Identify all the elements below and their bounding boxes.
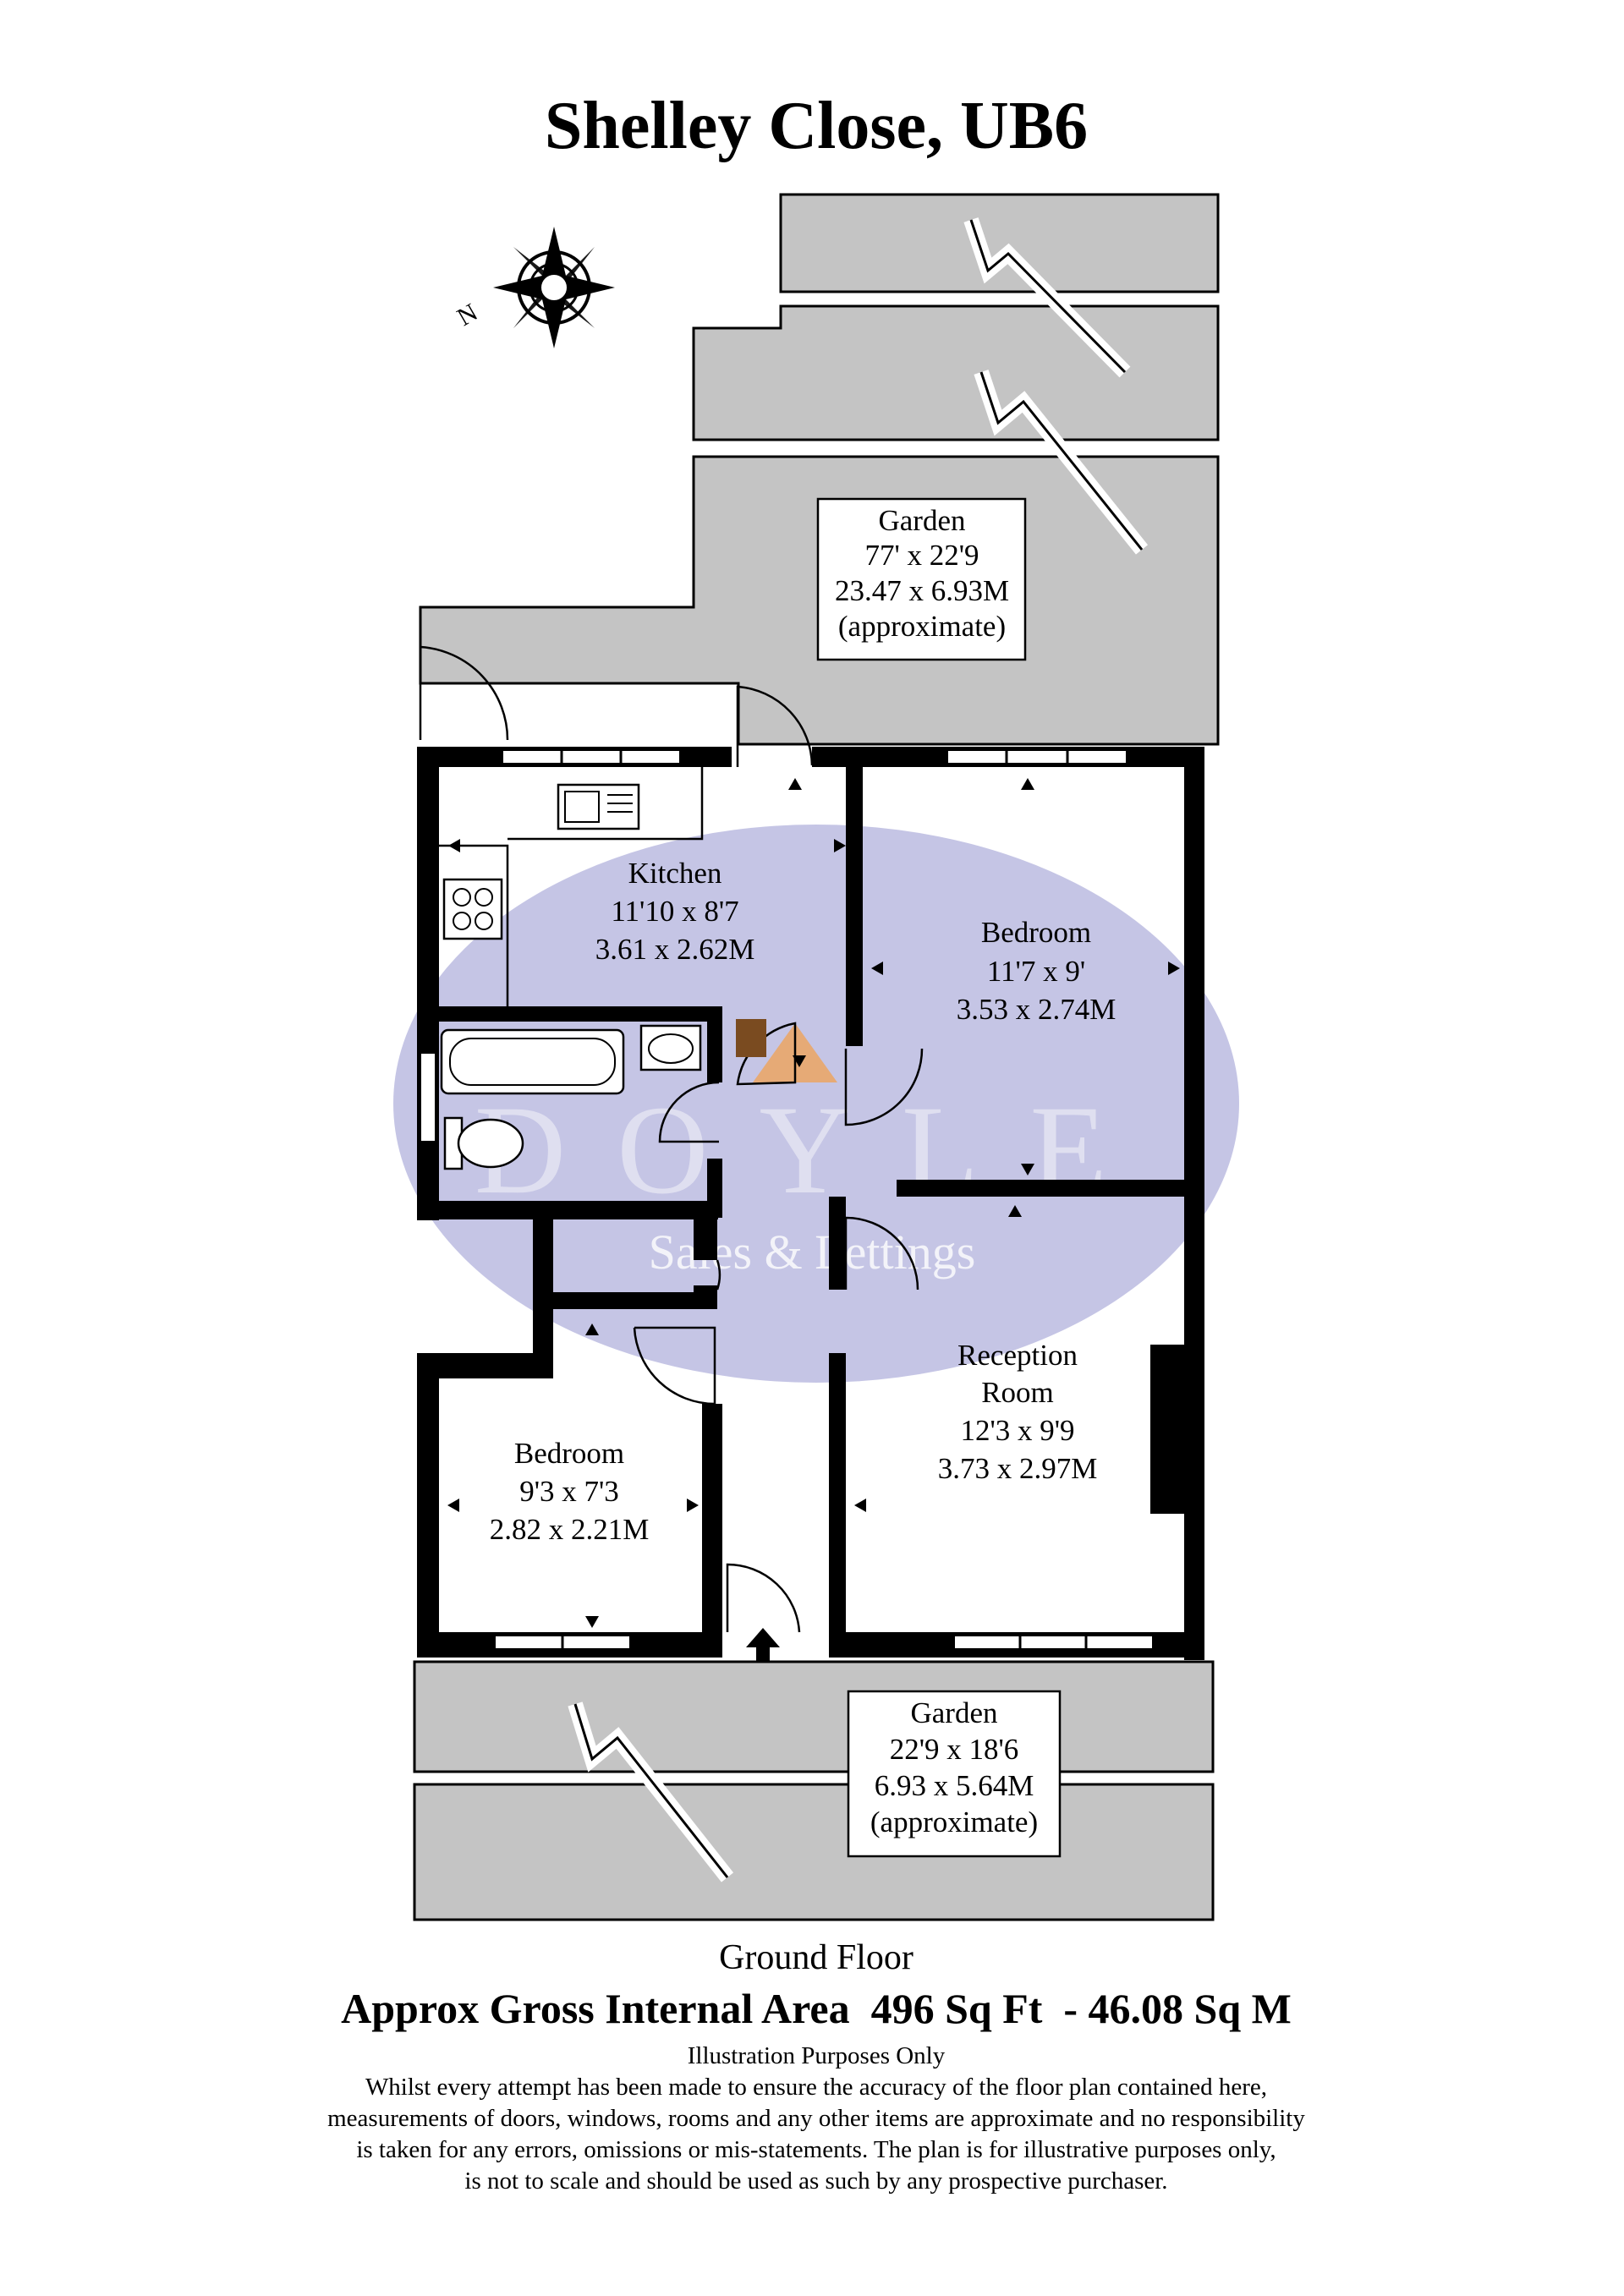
- kitchen-imperial: 11'10 x 8'7: [611, 895, 738, 928]
- bedroom-2-metric: 2.82 x 2.21M: [490, 1513, 650, 1546]
- front-garden-label-box: [847, 1690, 1062, 1858]
- entrance-arrow-icon: [746, 1628, 780, 1673]
- bedroom-1-imperial: 11'7 x 9': [987, 955, 1085, 988]
- illustration-note: Illustration Purposes Only: [688, 2042, 946, 2069]
- rear-garden-metric: 23.47 x 6.93M: [835, 574, 1009, 607]
- disclaimer-line-3: is taken for any errors, omissions or mi…: [356, 2136, 1276, 2163]
- bedroom-2-imperial: 9'3 x 7'3: [519, 1475, 619, 1508]
- watermark: DOYLE Sales & Lettings: [393, 825, 1239, 1383]
- doors: [633, 685, 924, 1633]
- front-garden-name: Garden: [910, 1696, 997, 1729]
- rear-garden-note: (approximate): [838, 610, 1006, 643]
- reception-imperial: 12'3 x 9'9: [960, 1414, 1074, 1447]
- watermark-brand: DOYLE: [475, 1080, 1158, 1220]
- front-garden-imperial: 22'9 x 18'6: [890, 1733, 1019, 1766]
- kitchen-name: Kitchen: [628, 857, 722, 890]
- rear-garden-imperial: 77' x 22'9: [864, 539, 979, 572]
- reception-name-line2: Room: [981, 1376, 1054, 1409]
- disclaimer-line-2: measurements of doors, windows, rooms an…: [327, 2105, 1305, 2132]
- front-garden-note: (approximate): [870, 1806, 1038, 1838]
- page-title: Shelley Close, UB6: [545, 89, 1088, 163]
- dimension-markers: [447, 778, 1180, 1628]
- bedroom-2-name: Bedroom: [514, 1437, 624, 1470]
- reception-name-line1: Reception: [957, 1339, 1078, 1372]
- disclaimer-line-4: is not to scale and should be used as su…: [464, 2167, 1167, 2195]
- front-garden-metric: 6.93 x 5.64M: [875, 1769, 1034, 1802]
- rear-garden-name: Garden: [878, 504, 965, 537]
- bedroom-1-name: Bedroom: [981, 916, 1091, 949]
- rear-garden-label-box: [816, 497, 1027, 661]
- disclaimer-line-1: Whilst every attempt has been made to en…: [365, 2074, 1267, 2101]
- compass-north-label: N: [453, 299, 482, 332]
- kitchen-metric: 3.61 x 2.62M: [595, 933, 755, 966]
- reception-metric: 3.73 x 2.97M: [938, 1452, 1098, 1485]
- windows: [420, 749, 1154, 1650]
- bedroom-1-metric: 3.53 x 2.74M: [957, 993, 1116, 1026]
- front-garden: [413, 1660, 1215, 1921]
- gross-area: Approx Gross Internal Area 496 Sq Ft - 4…: [341, 1985, 1292, 2032]
- compass-rose-icon: [493, 227, 615, 348]
- floor-label: Ground Floor: [719, 1938, 914, 1977]
- fixtures: [439, 767, 766, 1170]
